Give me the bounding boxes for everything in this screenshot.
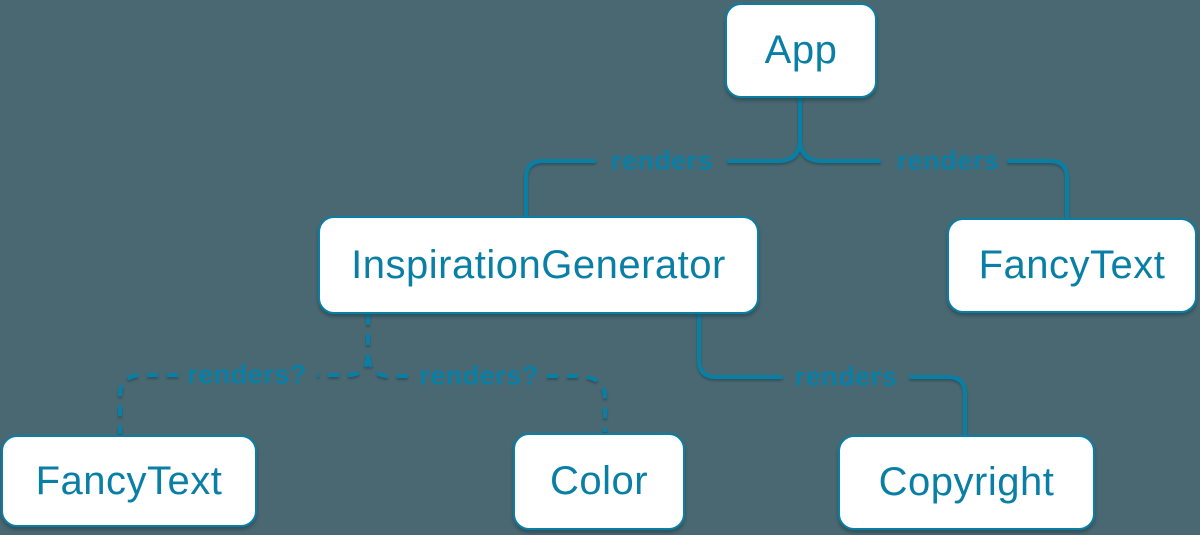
edge-label-renders-app-inspirationgenerator: renders [610,145,714,176]
edge-inspirationgenerator-to-copyright-end [909,375,967,436]
node-color: Color [513,433,685,530]
edge-app-to-inspirationgenerator-end [524,159,596,217]
node-inspiration-generator: InspirationGenerator [318,216,759,314]
node-copyright-label: Copyright [878,460,1055,504]
node-app-label: App [764,28,838,72]
node-fancy-text-top: FancyText [947,218,1197,313]
edge-label-renders-maybe-color: renders? [419,360,539,391]
edge-inspirationgenerator-to-copyright-start [697,312,783,379]
edge-inspirationgenerator-to-color-end [547,374,607,432]
node-copyright: Copyright [838,435,1095,530]
edge-app-to-fancytext-end [1007,159,1069,219]
node-inspiration-generator-label: InspirationGenerator [351,242,726,287]
node-fancy-text-top-label: FancyText [978,243,1166,287]
edge-app-to-inspirationgenerator-start [727,96,802,163]
node-fancy-text-bottom-label: FancyText [35,458,223,503]
edge-label-renders-copyright: renders [794,361,898,392]
edge-inspirationgenerator-to-fancytext-start [317,355,370,377]
node-color-label: Color [549,459,649,503]
node-fancy-text-bottom: FancyText [1,435,257,527]
edge-inspirationgenerator-to-fancytext-end [118,373,178,434]
node-app: App [725,3,877,98]
edge-label-renders-maybe-fancytext: renders? [187,359,307,390]
edge-label-renders-app-fancytext: renders [896,145,1000,176]
edge-inspirationgenerator-to-color-start [366,355,411,378]
edge-app-to-fancytext-start [798,96,881,163]
